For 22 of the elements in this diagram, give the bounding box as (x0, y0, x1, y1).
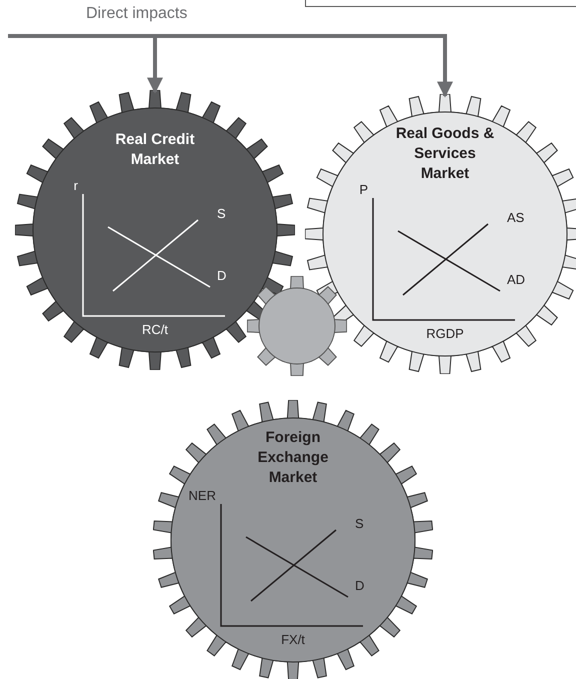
gear (247, 276, 347, 376)
axis-label: RC/t (141, 322, 169, 338)
curve-label: AD (507, 272, 526, 288)
axis-label: NER (188, 488, 216, 504)
gear (15, 90, 295, 370)
axis-label: RGDP (425, 326, 465, 342)
arrow (6, 34, 453, 98)
market-title: Foreign Exchange Market (256, 428, 330, 488)
curve-label: D (355, 578, 364, 594)
curve-label: AS (507, 210, 524, 226)
curve-label: D (217, 268, 226, 284)
curve-label: S (355, 516, 364, 532)
axis-label: r (72, 178, 78, 194)
axis-label: FX/t (280, 632, 306, 648)
gear (153, 400, 433, 679)
market-title: Real Credit Market (114, 130, 196, 170)
market-title: Real Goods & Services Market (394, 124, 496, 184)
axis-label: P (358, 182, 368, 198)
gear (305, 94, 576, 374)
curve-label: S (217, 206, 226, 222)
edge-label: Direct impacts (86, 4, 188, 24)
empty-box (305, 0, 576, 7)
